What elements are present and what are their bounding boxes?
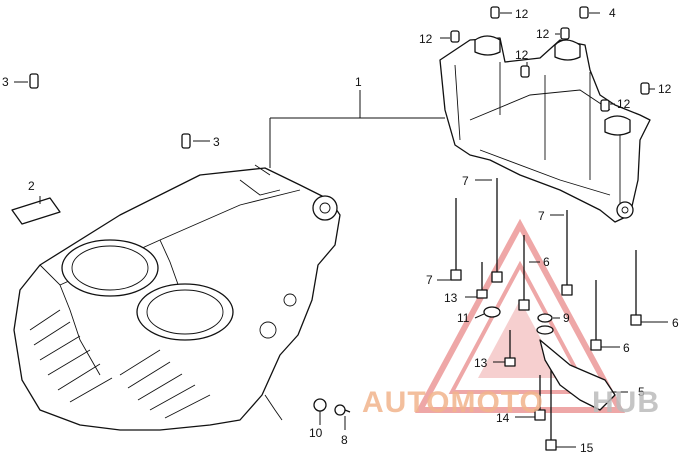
small-parts bbox=[313, 306, 616, 416]
callout-6c: 6 bbox=[623, 341, 630, 355]
watermark-word-2: HUB bbox=[592, 386, 660, 419]
callout-4: 4 bbox=[609, 6, 616, 20]
callout-labels: 1 2 3 3 4 5 6 6 6 7 7 7 8 9 10 11 12 12 … bbox=[2, 6, 679, 455]
callout-2: 2 bbox=[28, 179, 35, 193]
watermark-text: AUTOMOTO HUB bbox=[362, 386, 660, 419]
callout-13b: 13 bbox=[474, 356, 488, 370]
callout-6b: 6 bbox=[672, 316, 679, 330]
callout-12f: 12 bbox=[658, 82, 672, 96]
callout-12d: 12 bbox=[536, 27, 550, 41]
callout-1: 1 bbox=[355, 75, 362, 89]
callout-3b: 3 bbox=[213, 135, 220, 149]
callout-12b: 12 bbox=[419, 32, 433, 46]
callout-7b: 7 bbox=[538, 209, 545, 223]
callout-7a: 7 bbox=[462, 174, 469, 188]
watermark-word-1: AUTOMOTO bbox=[362, 386, 544, 419]
callout-11: 11 bbox=[457, 311, 470, 325]
callout-15: 15 bbox=[580, 441, 594, 455]
callout-13a: 13 bbox=[444, 291, 458, 305]
callout-6a: 6 bbox=[543, 255, 550, 269]
callout-7c: 7 bbox=[426, 273, 433, 287]
callout-12e: 12 bbox=[617, 97, 631, 111]
callout-5: 5 bbox=[638, 385, 645, 399]
crankcase-bolts bbox=[450, 178, 642, 451]
callout-12a: 12 bbox=[515, 7, 529, 21]
studs-3 bbox=[29, 73, 191, 149]
callout-8: 8 bbox=[341, 433, 348, 447]
upper-crankcase bbox=[439, 35, 651, 223]
lower-crankcase bbox=[13, 164, 341, 431]
callout-14: 14 bbox=[496, 411, 510, 425]
watermark-logo bbox=[414, 218, 626, 413]
leader-lines bbox=[14, 12, 668, 448]
callout-12c: 12 bbox=[515, 48, 529, 62]
dowel-pins bbox=[450, 6, 650, 112]
callout-3a: 3 bbox=[2, 75, 9, 89]
gasket-2 bbox=[11, 197, 61, 225]
callout-9: 9 bbox=[563, 311, 570, 325]
callout-10: 10 bbox=[309, 426, 323, 440]
